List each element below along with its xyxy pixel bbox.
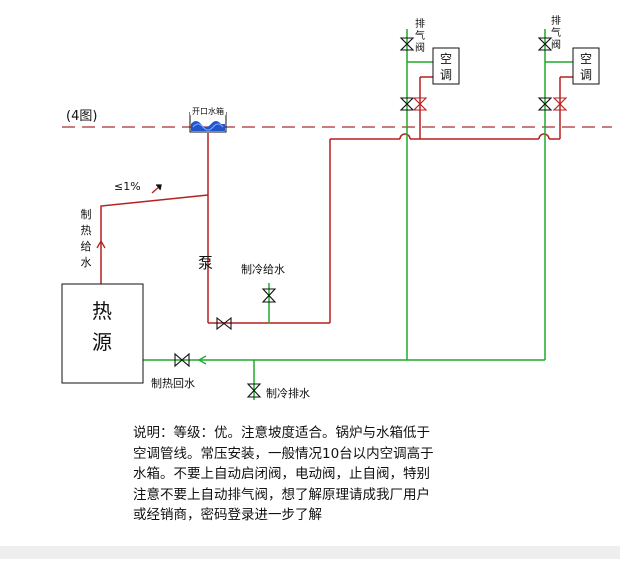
svg-text:调: 调 <box>440 68 452 82</box>
tank-label: 开口水箱 <box>192 106 224 116</box>
svg-text:气: 气 <box>415 29 425 42</box>
return-left-arrow-icon <box>197 355 207 365</box>
cold-supply-label: 制冷给水 <box>241 263 285 276</box>
svg-text:热: 热 <box>81 224 92 237</box>
svg-text:给: 给 <box>81 240 92 253</box>
note-line-5: 或经销商，密码登录进一步了解 <box>133 507 322 523</box>
figure-label: (4图) <box>66 109 97 124</box>
slope-label: ≤1% <box>114 180 141 193</box>
return-pipes <box>143 29 573 400</box>
heat-source-label-2: 源 <box>92 330 112 354</box>
note-line-4: 注意不要上自动排气阀，想了解原理请成我厂用户 <box>133 486 430 503</box>
vent-valve-right-icon <box>537 37 553 51</box>
note-line-3: 水箱。不要上自动启闭阀，电动阀，止自阀，特别 <box>133 466 430 482</box>
note-line-1: 说明：等级：优。注意坡度适合。锅炉与水箱低于 <box>133 425 430 441</box>
heat-source-box <box>61 283 144 384</box>
heat-source-label-1: 热 <box>92 299 112 323</box>
cold-supply-valve-icon <box>261 288 277 303</box>
cold-drain-label: 制冷排水 <box>266 386 310 400</box>
note-line-2: 空调管线。常压安装，一般情况10台以内空调高于 <box>133 445 434 462</box>
supply-pipes <box>100 76 573 324</box>
svg-text:水: 水 <box>81 256 92 269</box>
svg-text:排: 排 <box>415 17 425 30</box>
supply-up-arrow-icon <box>96 239 106 249</box>
svg-text:空: 空 <box>440 52 452 66</box>
svg-text:阀: 阀 <box>415 41 425 54</box>
svg-text:调: 调 <box>580 68 592 82</box>
supply-valves <box>412 97 568 111</box>
vent-valve-label-1: 排 气 阀 <box>415 17 425 54</box>
vent-valve-label-2: 排 气 阀 <box>551 14 561 51</box>
svg-text:气: 气 <box>551 26 561 39</box>
vent-valve-left-icon <box>399 37 415 51</box>
open-water-tank: 开口水箱 <box>189 106 227 133</box>
ac-unit-1: 空 调 <box>432 47 460 85</box>
svg-text:阀: 阀 <box>551 38 561 51</box>
pump-label: 泵 <box>198 254 213 272</box>
pump-outlet-valve-icon <box>216 316 232 331</box>
flow-arrows <box>96 184 162 249</box>
ac1-return-valve-icon <box>399 97 415 111</box>
svg-text:排: 排 <box>551 14 561 27</box>
svg-text:空: 空 <box>580 52 592 66</box>
bottom-strip <box>0 546 620 559</box>
explanation-note: 说明：等级：优。注意坡度适合。锅炉与水箱低于 空调管线。常压安装，一般情况10台… <box>133 423 533 526</box>
heat-supply-label: 制 热 给 水 <box>81 208 92 269</box>
svg-text:制: 制 <box>81 208 92 221</box>
ac2-supply-valve-icon <box>552 97 568 111</box>
ac1-supply-valve-icon <box>412 97 428 111</box>
cold-drain-valve-icon <box>246 383 262 398</box>
heat-return-valve-icon <box>174 352 190 368</box>
ac2-return-valve-icon <box>537 97 553 111</box>
heat-return-label: 制热回水 <box>151 377 195 390</box>
ac-unit-2: 空 调 <box>572 47 600 85</box>
valves <box>174 37 553 398</box>
